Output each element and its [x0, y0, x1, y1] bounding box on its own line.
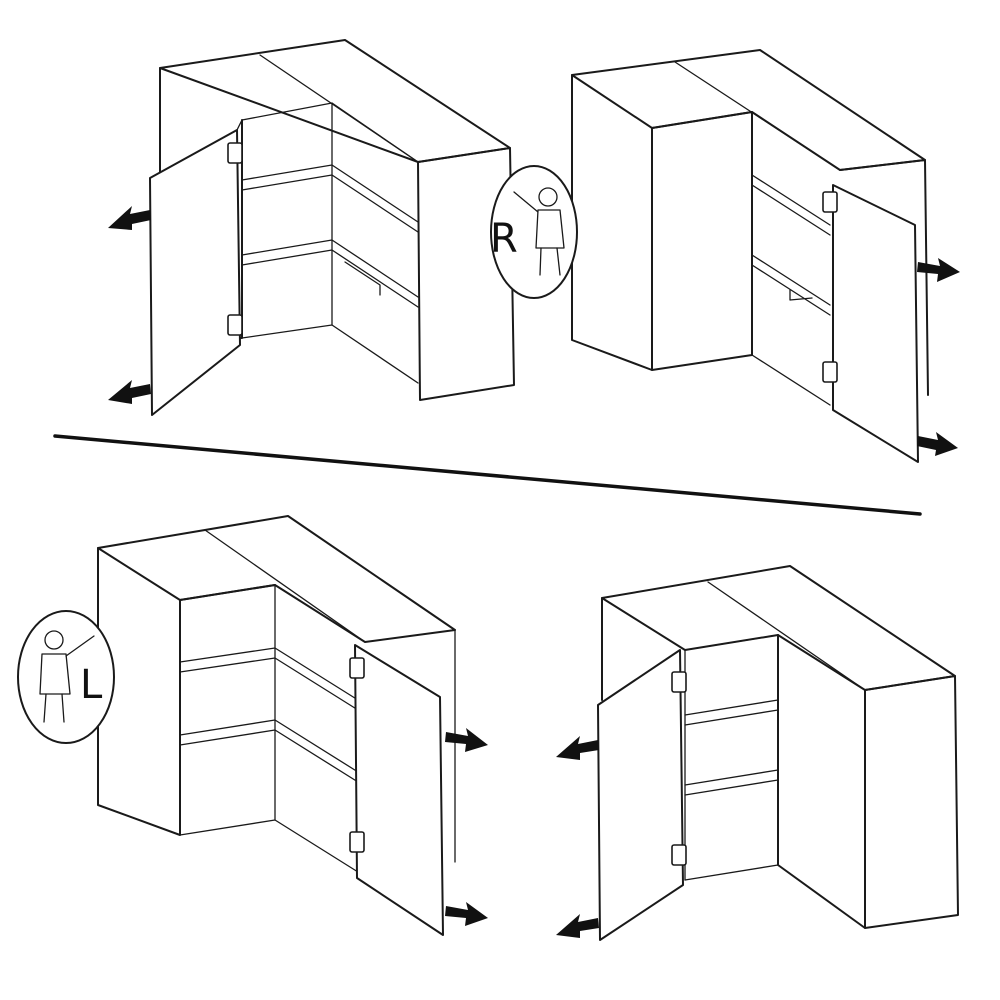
door-panel: [354, 644, 444, 936]
badge-letter-l: L: [80, 662, 103, 708]
person-waving-left-icon: [39, 630, 95, 723]
arrow-top-left-lower: [108, 380, 151, 404]
top-right-cabinet: [571, 49, 929, 463]
upper-hinge-icon: [822, 191, 838, 213]
left-hand-badge: L: [17, 610, 115, 744]
arrow-bottom-right-upper: [556, 736, 599, 760]
bottom-right-cabinet: [597, 565, 959, 941]
arrow-top-right-upper: [917, 258, 960, 282]
right-hand-badge: R: [490, 165, 578, 299]
upper-hinge-icon: [227, 142, 243, 164]
lower-hinge-icon: [227, 314, 243, 336]
upper-hinge-icon: [671, 671, 687, 693]
arrow-bottom-left-lower: [445, 902, 488, 926]
door-panel: [597, 649, 684, 941]
arrow-bottom-left-upper: [445, 728, 488, 752]
divider-line: [53, 434, 922, 516]
badge-letter-r: R: [490, 216, 518, 262]
door-panel: [149, 129, 241, 416]
lower-hinge-icon: [349, 831, 365, 853]
top-left-cabinet: [149, 39, 515, 416]
person-waving-right-icon: [513, 187, 565, 276]
arrow-top-right-lower: [917, 432, 958, 456]
arrow-top-left-upper: [108, 206, 151, 230]
upper-hinge-icon: [349, 657, 365, 679]
bottom-left-cabinet: [97, 515, 456, 936]
lower-hinge-icon: [671, 844, 687, 866]
arrow-bottom-right-lower: [556, 914, 599, 938]
lower-hinge-icon: [822, 361, 838, 383]
door-panel: [832, 184, 919, 463]
